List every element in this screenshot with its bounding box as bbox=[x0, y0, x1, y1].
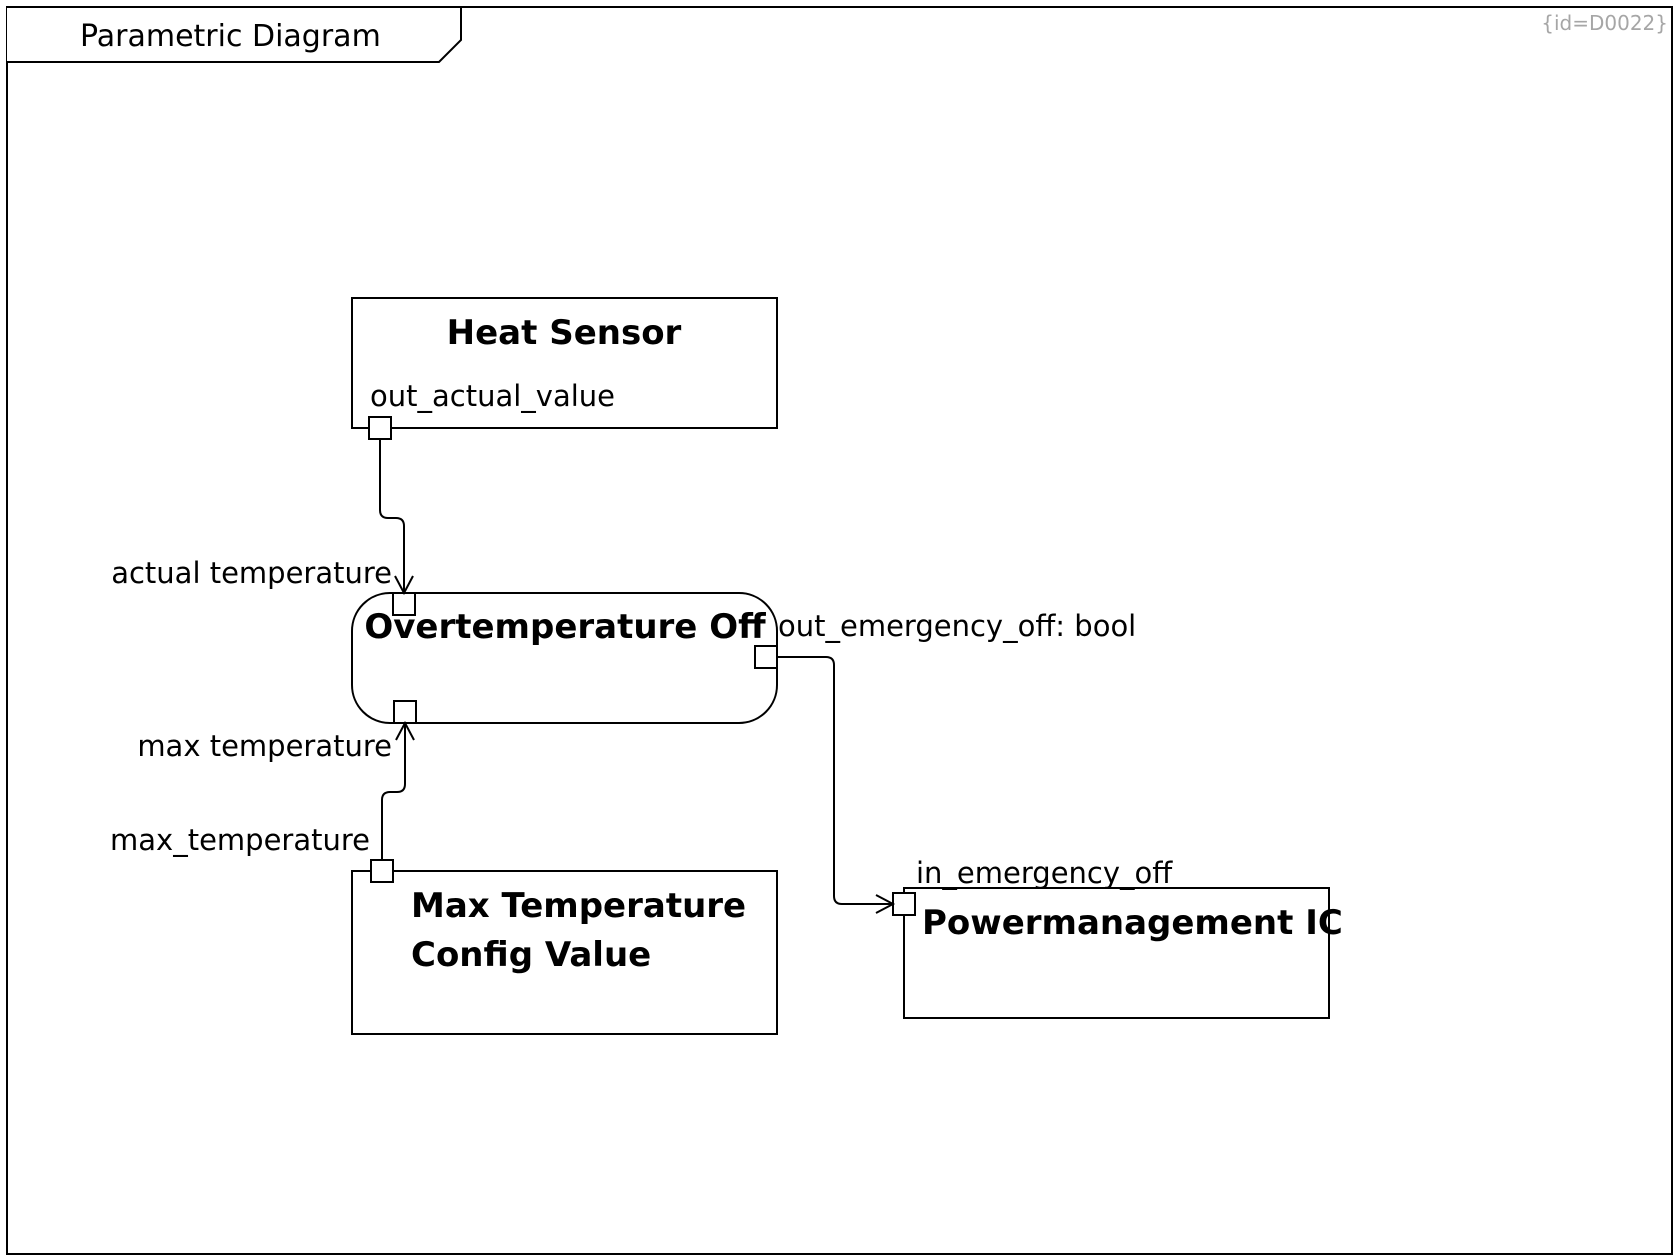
max-temperature-config-block[interactable] bbox=[351, 870, 778, 1035]
max-temperature-config-name-line1: Max Temperature bbox=[411, 886, 746, 926]
overtemp-emergency-off-port[interactable] bbox=[754, 645, 778, 669]
emergency-off-port-label: out_emergency_off: bool bbox=[778, 609, 1136, 643]
max-temperature-label: max temperature bbox=[137, 729, 392, 763]
overtemperature-off-name: Overtemperature Off bbox=[364, 607, 766, 647]
frame-title-tab bbox=[7, 6, 462, 63]
overtemp-max-temp-port[interactable] bbox=[393, 700, 417, 724]
max-temp-config-port-label: max_temperature bbox=[110, 823, 370, 857]
connector-actual-temperature[interactable] bbox=[379, 439, 405, 593]
arrowhead-actual-temperature bbox=[394, 575, 414, 596]
powermanagement-ic-block[interactable] bbox=[903, 887, 1330, 1019]
diagram-frame bbox=[6, 6, 1673, 1255]
connector-emergency-off[interactable] bbox=[777, 656, 893, 905]
actual-temperature-label: actual temperature bbox=[111, 556, 392, 590]
arrowhead-emergency-off bbox=[875, 894, 896, 914]
pmic-in-emergency-off-port[interactable] bbox=[892, 892, 916, 916]
heat-sensor-out-port[interactable] bbox=[368, 416, 392, 440]
max-temperature-config-name-line2: Config Value bbox=[411, 935, 651, 975]
heat-sensor-block[interactable] bbox=[351, 297, 778, 429]
diagram-id-label: {id=D0022} bbox=[1541, 11, 1668, 35]
max-temp-config-port[interactable] bbox=[370, 859, 394, 883]
diagram-title: Parametric Diagram bbox=[80, 19, 381, 54]
pmic-port-label: in_emergency_off bbox=[916, 856, 1173, 890]
connector-max-temperature[interactable] bbox=[381, 723, 406, 860]
arrowhead-max-temperature bbox=[395, 720, 415, 741]
powermanagement-ic-name: Powermanagement IC bbox=[922, 903, 1343, 943]
heat-sensor-port-label: out_actual_value bbox=[370, 379, 615, 413]
heat-sensor-name: Heat Sensor bbox=[447, 313, 682, 353]
